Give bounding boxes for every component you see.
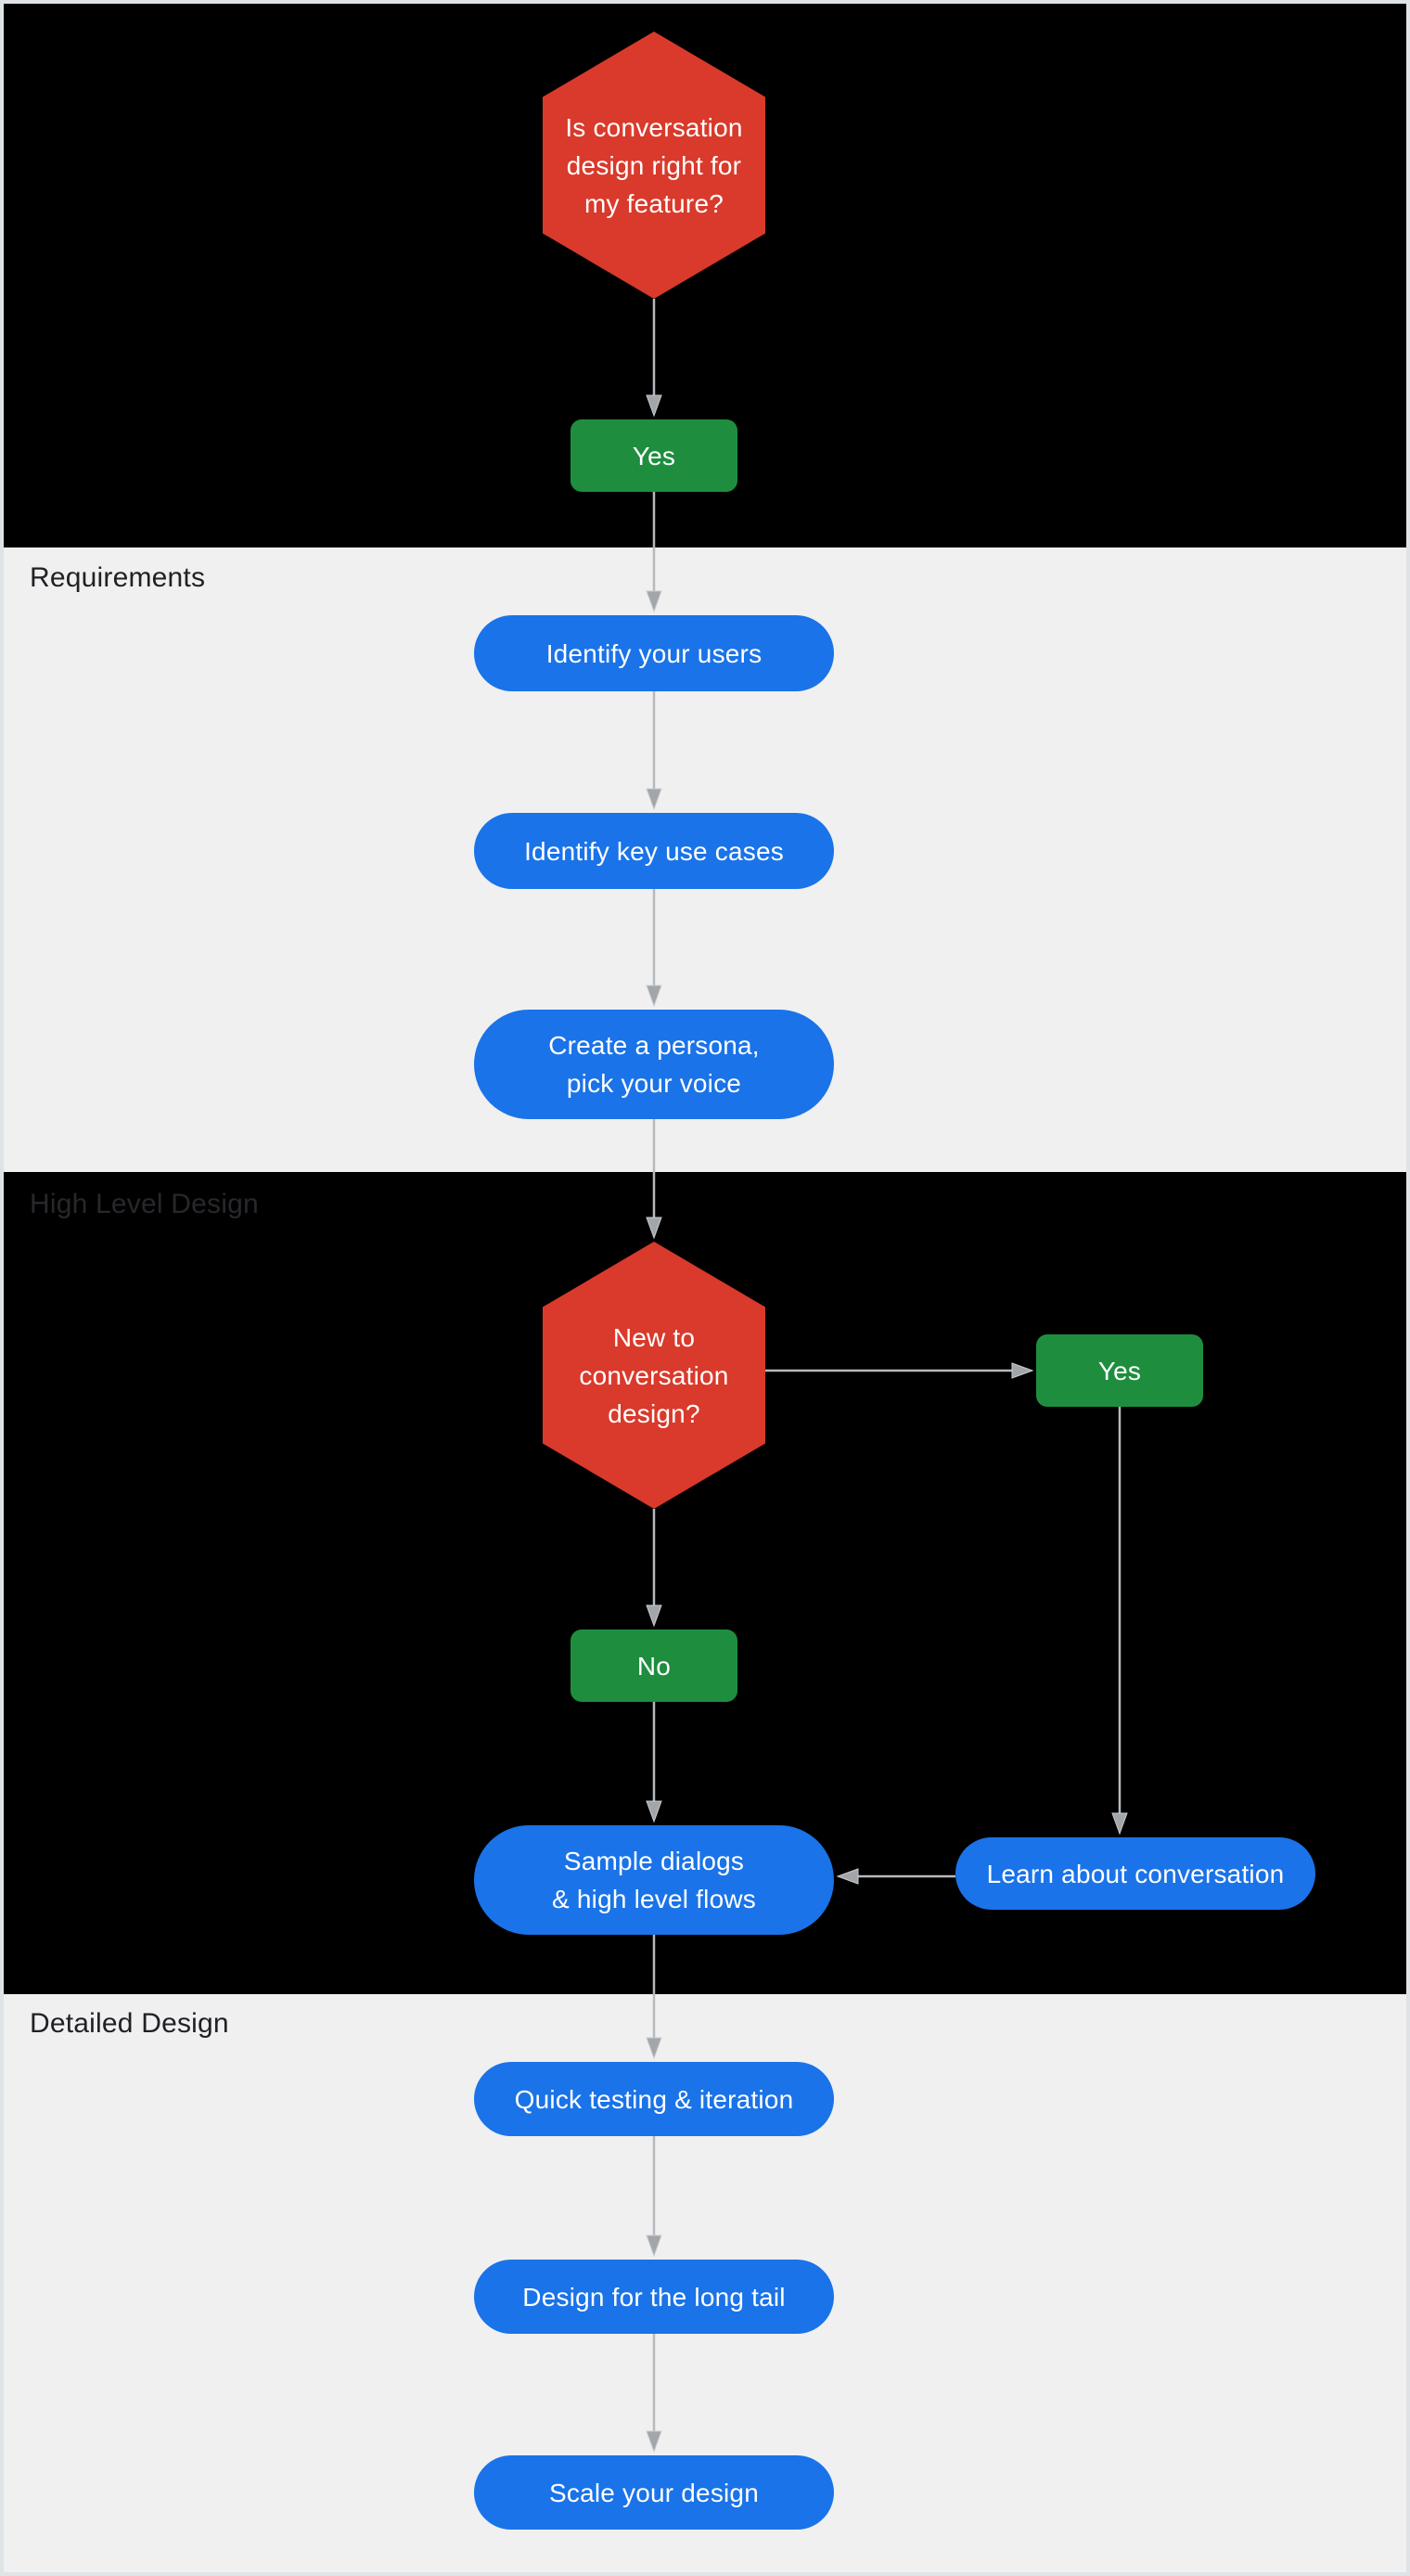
step-label: Sample dialogs & high level flows <box>552 1847 756 1913</box>
answer-yes-start-button[interactable]: Yes <box>570 419 737 492</box>
step-label: Design for the long tail <box>522 2282 786 2312</box>
step-quick-testing-iteration[interactable]: Quick testing & iteration <box>474 2062 834 2136</box>
step-label: Identify key use cases <box>524 836 784 866</box>
arrowhead-down-icon <box>646 1604 662 1628</box>
step-label: Identify your users <box>545 638 763 668</box>
step-label: Scale your design <box>549 2478 759 2507</box>
step-label: Learn about conversation <box>986 1859 1285 1888</box>
arrowhead-down-icon <box>646 788 662 811</box>
answer-label: Yes <box>1097 1356 1142 1385</box>
decision-is-conversation-design-right[interactable]: Is conversation design right for my feat… <box>543 32 765 299</box>
step-sample-dialogs-high-level-flows[interactable]: Sample dialogs & high level flows <box>474 1825 834 1935</box>
section-title-requirements: Requirements <box>30 562 206 593</box>
arrowhead-down-icon <box>646 2430 662 2454</box>
decision-label: Is conversation design right for my feat… <box>565 112 743 218</box>
arrowhead-left-icon <box>836 1868 859 1885</box>
decision-label: New to conversation design? <box>579 1322 729 1428</box>
decision-new-to-conversation-design[interactable]: New to conversation design? <box>543 1242 765 1509</box>
step-design-for-long-tail[interactable]: Design for the long tail <box>474 2260 834 2334</box>
section-title-detailed-design: Detailed Design <box>30 2008 229 2039</box>
arrowhead-down-icon <box>1111 1812 1128 1835</box>
arrowhead-down-icon <box>646 590 662 613</box>
arrowhead-down-icon <box>646 394 662 418</box>
step-label: Quick testing & iteration <box>514 2084 794 2114</box>
arrowhead-right-icon <box>1011 1362 1034 1379</box>
step-label: Create a persona, pick your voice <box>548 1031 760 1098</box>
arrowhead-down-icon <box>646 1217 662 1240</box>
section-title-high-level-design: High Level Design <box>30 1189 259 1219</box>
arrowhead-down-icon <box>646 2235 662 2258</box>
step-identify-your-users[interactable]: Identify your users <box>474 615 834 691</box>
answer-yes-new-button[interactable]: Yes <box>1036 1334 1203 1407</box>
step-scale-your-design[interactable]: Scale your design <box>474 2455 834 2530</box>
arrowhead-down-icon <box>646 985 662 1008</box>
step-identify-key-use-cases[interactable]: Identify key use cases <box>474 813 834 889</box>
arrowhead-down-icon <box>646 2037 662 2060</box>
answer-no-new-button[interactable]: No <box>570 1629 737 1702</box>
answer-label: Yes <box>632 441 676 470</box>
step-create-persona-pick-voice[interactable]: Create a persona, pick your voice <box>474 1010 834 1119</box>
arrowhead-down-icon <box>646 1800 662 1823</box>
answer-label: No <box>636 1651 672 1681</box>
step-learn-about-conversation[interactable]: Learn about conversation <box>955 1837 1315 1910</box>
